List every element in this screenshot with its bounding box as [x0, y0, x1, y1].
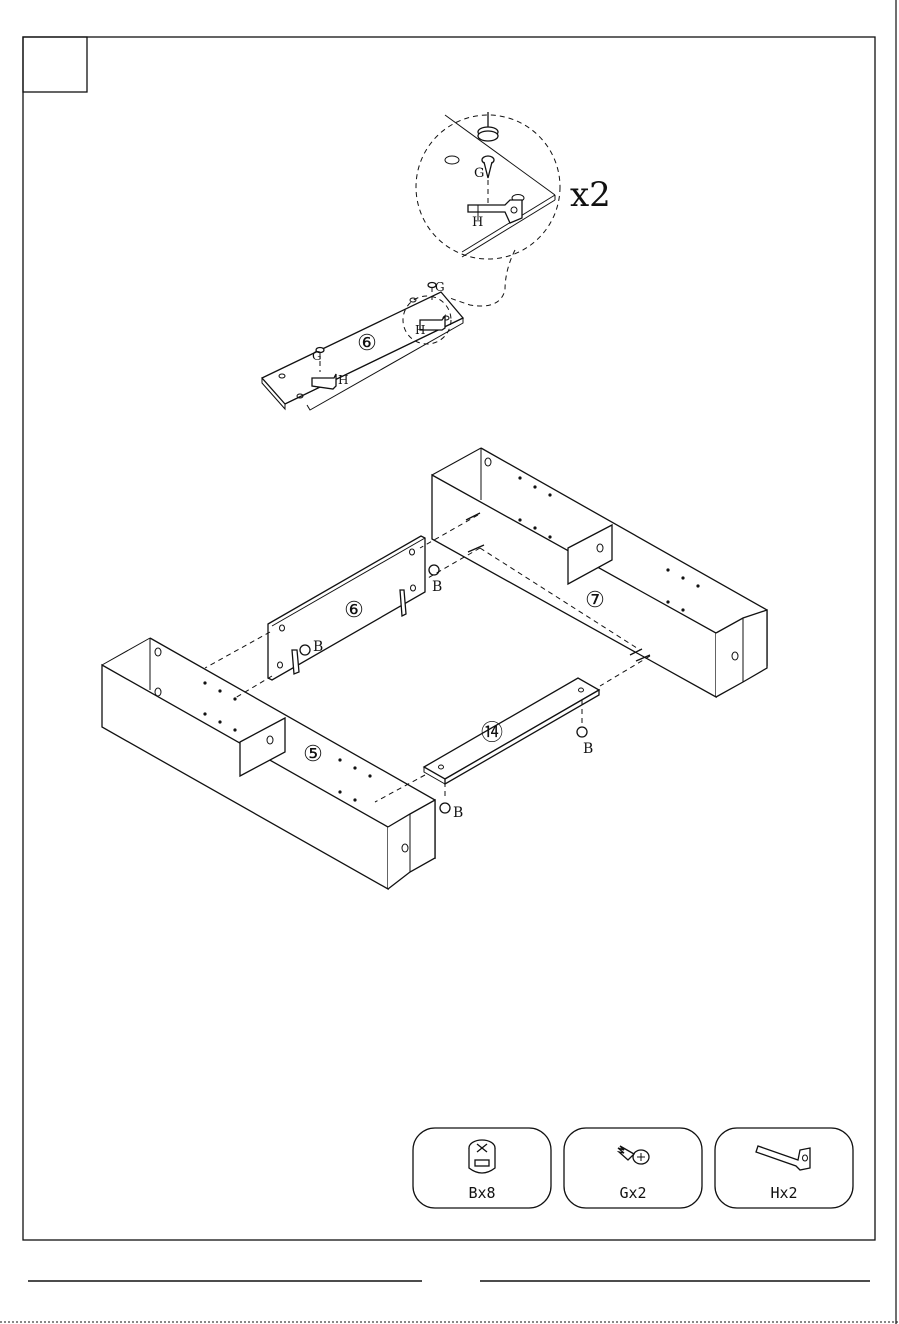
hardware-list: Bx8 Gx2 Hx2 — [413, 1128, 853, 1208]
part-14-rail: ⑭ B B — [424, 678, 599, 821]
detail-magnifier: G H — [416, 112, 560, 306]
hardware-item-b: Bx8 — [413, 1128, 551, 1208]
part-6-top-h-label: H — [415, 323, 425, 337]
part-14-b1: B — [583, 741, 593, 757]
step-number-box — [23, 37, 87, 92]
part-6-top-g-label: G — [435, 280, 445, 294]
cam-lock-icon — [469, 1140, 495, 1173]
detail-multiplier: x2 — [570, 175, 611, 215]
hardware-item-h: Hx2 — [715, 1128, 853, 1208]
detail-label-g: G — [474, 166, 484, 181]
part-5-number: ⑤ — [303, 742, 323, 767]
l-bracket-icon — [756, 1146, 810, 1170]
part-7-number: ⑦ — [585, 588, 605, 613]
part-14-b2: B — [453, 805, 463, 821]
part-6-side-panel: ⑥ B B — [268, 536, 442, 680]
hardware-caption-g: Gx2 — [619, 1184, 646, 1202]
part-6-top-g2-label: G — [312, 349, 322, 363]
screw-icon — [618, 1146, 649, 1164]
part-6-side-b2: B — [313, 639, 323, 655]
part-6-top-number: ⑥ — [357, 331, 377, 356]
detail-label-h: H — [472, 215, 483, 230]
hardware-item-g: Gx2 — [564, 1128, 702, 1208]
part-14-number: ⑭ — [481, 721, 503, 746]
part-6-side-b1: B — [432, 579, 442, 595]
part-7-back-unit: ⑦ — [432, 448, 767, 697]
part-6-top-view: G G H H ⑥ — [262, 280, 463, 410]
part-6-top-h2-label: H — [338, 373, 348, 387]
hardware-caption-b: Bx8 — [468, 1184, 495, 1202]
hardware-caption-h: Hx2 — [770, 1184, 797, 1202]
part-6-side-number: ⑥ — [344, 598, 364, 623]
